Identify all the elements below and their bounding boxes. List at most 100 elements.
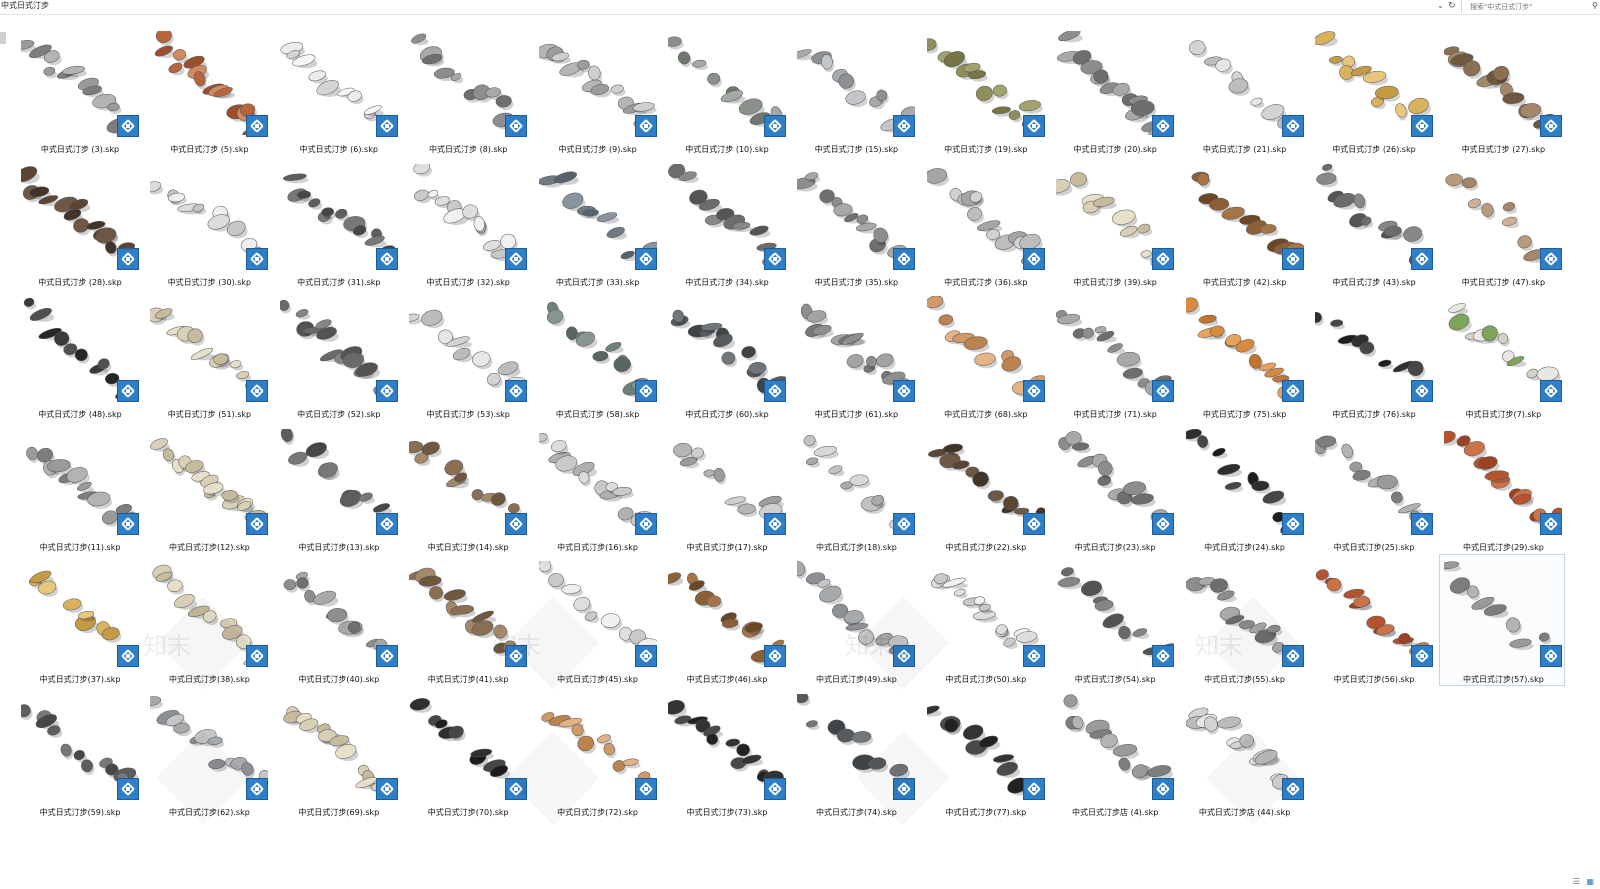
file-item[interactable]: 中式日式汀步 (9).skp	[534, 24, 660, 156]
file-item[interactable]: 中式日式汀步(13).skp	[275, 422, 401, 554]
file-item[interactable]: 中式日式汀步 (53).skp	[404, 289, 530, 421]
file-item[interactable]: 中式日式汀步 (6).skp	[275, 24, 401, 156]
details-view-icon[interactable]: ☰	[1572, 877, 1580, 886]
file-item[interactable]: 中式日式汀步 (76).skp	[1310, 289, 1436, 421]
file-item[interactable]: 中式日式汀步(54).skp	[1051, 554, 1177, 686]
refresh-icon[interactable]: ↻	[1448, 1, 1456, 11]
file-item[interactable]: 中式日式汀步(40).skp	[275, 554, 401, 686]
file-item[interactable]: 中式日式汀步(49).skp	[792, 554, 918, 686]
file-item[interactable]: 中式日式汀步 (48).skp	[16, 289, 142, 421]
stepping-stone	[797, 176, 816, 189]
file-item[interactable]: 中式日式汀步(74).skp	[792, 687, 918, 819]
file-item[interactable]: 中式日式汀步(77).skp	[922, 687, 1048, 819]
file-item[interactable]: 中式日式汀步 (47).skp	[1439, 157, 1565, 289]
nav-scroll-thumb[interactable]	[0, 32, 6, 44]
file-item[interactable]: 中式日式汀步 (27).skp	[1439, 24, 1565, 156]
file-item[interactable]: 中式日式汀步 (32).skp	[404, 157, 530, 289]
search-box[interactable]: ⚲	[1466, 0, 1600, 13]
file-item[interactable]: 中式日式汀步 (8).skp	[404, 24, 530, 156]
file-item[interactable]: 中式日式汀步 (3).skp	[16, 24, 142, 156]
file-item[interactable]: 中式日式汀步(50).skp	[922, 554, 1048, 686]
file-item[interactable]: 中式日式汀步 (71).skp	[1051, 289, 1177, 421]
file-item[interactable]: 中式日式汀步(56).skp	[1310, 554, 1436, 686]
stepping-stone	[1013, 507, 1029, 515]
file-item[interactable]: 中式日式汀步 (60).skp	[663, 289, 789, 421]
stepping-stone	[1349, 461, 1363, 472]
file-item[interactable]: 中式日式汀步 (39).skp	[1051, 157, 1177, 289]
watermark-text: 知末	[1195, 632, 1243, 660]
file-item[interactable]: 中式日式汀步(14).skp	[404, 422, 530, 554]
file-item[interactable]: 中式日式汀步(16).skp	[534, 422, 660, 554]
file-item[interactable]: 中式日式汀步(18).skp	[792, 422, 918, 554]
search-icon[interactable]: ⚲	[1592, 1, 1598, 10]
stepping-stone	[1509, 638, 1532, 648]
file-item[interactable]: 中式日式汀步(25).skp	[1310, 422, 1436, 554]
stepping-stone	[553, 171, 577, 183]
stepping-stone	[845, 623, 869, 631]
file-item[interactable]: 中式日式汀步(41).skp	[404, 554, 530, 686]
stepping-stone	[953, 588, 966, 597]
file-item[interactable]: 中式日式汀步(57).skp	[1439, 554, 1566, 686]
file-item[interactable]: 中式日式汀步(12).skp	[145, 422, 271, 554]
file-item[interactable]: 中式日式汀步 (35).skp	[792, 157, 918, 289]
file-item[interactable]: 中式日式汀步 (5).skp	[145, 24, 271, 156]
stepping-stone	[1258, 362, 1276, 371]
file-item[interactable]: 中式日式汀步(55).skp	[1181, 554, 1307, 686]
file-item[interactable]: 中式日式汀步(62).skp	[145, 687, 271, 819]
sketchup-logo-core	[255, 786, 260, 791]
file-item[interactable]: 中式日式汀步(45).skp	[534, 554, 660, 686]
stepping-stone	[1468, 197, 1482, 208]
file-item[interactable]: 中式日式汀步 (51).skp	[145, 289, 271, 421]
file-item[interactable]: 中式日式汀步(17).skp	[663, 422, 789, 554]
file-item[interactable]: 中式日式汀步 (68).skp	[922, 289, 1048, 421]
stepping-stone	[1520, 103, 1542, 118]
search-input[interactable]	[1466, 0, 1588, 13]
stepping-stone	[978, 735, 998, 748]
file-item[interactable]: 中式日式汀步(38).skp	[145, 554, 271, 686]
file-item[interactable]: 中式日式汀步(59).skp	[16, 687, 142, 819]
file-item[interactable]: 中式日式汀步店 (4).skp	[1051, 687, 1177, 819]
file-item[interactable]: 中式日式汀步 (34).skp	[663, 157, 789, 289]
file-item[interactable]: 中式日式汀步(11).skp	[16, 422, 142, 554]
file-item[interactable]: 中式日式汀步 (20).skp	[1051, 24, 1177, 156]
file-item[interactable]: 中式日式汀步(70).skp	[404, 687, 530, 819]
file-item[interactable]: 中式日式汀步店 (44).skp	[1181, 687, 1307, 819]
file-item[interactable]: 中式日式汀步 (28).skp	[16, 157, 142, 289]
file-item[interactable]: 中式日式汀步 (42).skp	[1181, 157, 1307, 289]
file-item[interactable]: 中式日式汀步(29).skp	[1439, 422, 1565, 554]
stepping-stone	[1502, 92, 1525, 104]
file-item[interactable]: 中式日式汀步 (15).skp	[792, 24, 918, 156]
file-item[interactable]: 中式日式汀步(46).skp	[663, 554, 789, 686]
stepping-stone	[1539, 632, 1550, 642]
file-item[interactable]: 中式日式汀步(23).skp	[1051, 422, 1177, 554]
file-item[interactable]: 中式日式汀步(69).skp	[275, 687, 401, 819]
file-item[interactable]: 中式日式汀步 (10).skp	[663, 24, 789, 156]
file-item[interactable]: 中式日式汀步 (58).skp	[534, 289, 660, 421]
stepping-stone	[1350, 65, 1372, 76]
stepping-stone	[296, 190, 311, 199]
file-item[interactable]: 中式日式汀步 (19).skp	[922, 24, 1048, 156]
file-item[interactable]: 中式日式汀步 (36).skp	[922, 157, 1048, 289]
file-item[interactable]: 中式日式汀步(72).skp	[534, 687, 660, 819]
file-item[interactable]: 中式日式汀步 (30).skp	[145, 157, 271, 289]
file-item[interactable]: 中式日式汀步 (26).skp	[1310, 24, 1436, 156]
chevron-down-icon[interactable]: ⌄	[1437, 1, 1444, 10]
navigation-pane-edge[interactable]	[0, 14, 8, 874]
file-item[interactable]: 中式日式汀步(24).skp	[1181, 422, 1307, 554]
file-item[interactable]: 中式日式汀步(37).skp	[16, 554, 142, 686]
file-item[interactable]: 中式日式汀步 (21).skp	[1181, 24, 1307, 156]
file-item[interactable]: 中式日式汀步 (52).skp	[275, 289, 401, 421]
file-item[interactable]: 中式日式汀步(7).skp	[1439, 289, 1565, 421]
address-bar[interactable]: 中式日式汀步 ⌄ ↻	[0, 0, 1462, 13]
file-item[interactable]: 中式日式汀步(73).skp	[663, 687, 789, 819]
file-item[interactable]: 中式日式汀步 (31).skp	[275, 157, 401, 289]
file-item[interactable]: 中式日式汀步 (61).skp	[792, 289, 918, 421]
large-icons-view-icon[interactable]: ▦	[1586, 877, 1594, 886]
stepping-stone	[692, 59, 707, 68]
file-item[interactable]: 中式日式汀步 (33).skp	[534, 157, 660, 289]
file-item[interactable]: 中式日式汀步(22).skp	[922, 422, 1048, 554]
sketchup-logo-core	[514, 256, 519, 261]
file-item[interactable]: 中式日式汀步 (43).skp	[1310, 157, 1436, 289]
sketchup-logo-core	[773, 124, 777, 128]
file-item[interactable]: 中式日式汀步 (75).skp	[1181, 289, 1307, 421]
